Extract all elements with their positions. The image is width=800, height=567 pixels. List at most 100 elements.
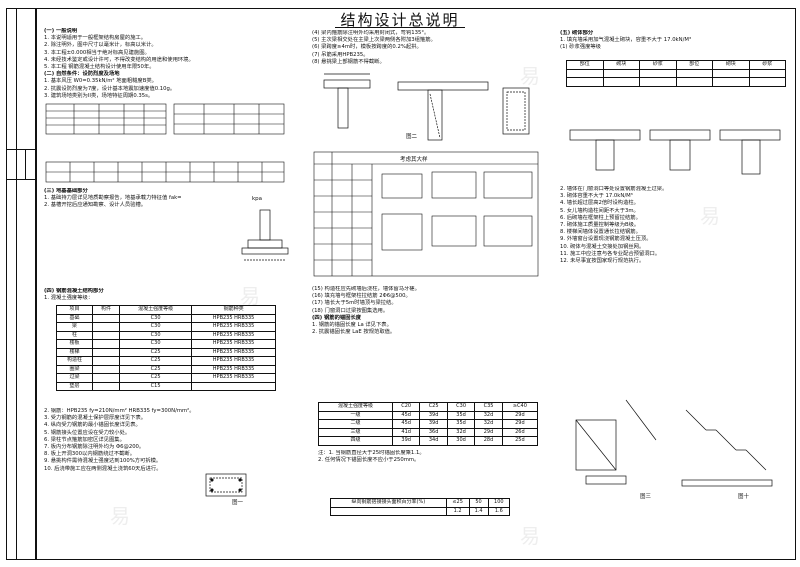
wall-stair-details: [575, 399, 773, 487]
text-line: 3. 砌体容重不大于 17.0kN/M³: [560, 193, 633, 200]
text-line: 6. 后砌墙在框架柱上预留拉结筋。: [560, 214, 641, 221]
col2-text-b: (15) 构造柱应先砌墙后浇柱，墙体留马牙槎。 (16) 填充墙与框架柱拉结筋 …: [312, 286, 542, 336]
lintel-sketches: [569, 129, 781, 175]
note-line: 2. 任何情况下锚固长度不应小于250mm。: [318, 457, 420, 464]
mortar-table: 部位 砌块 砂浆 部位 砌块 砂浆: [566, 60, 786, 87]
detail-table-caption: 考虑其大样: [400, 157, 428, 163]
text-line: (18) 门窗洞口过梁按图集选用。: [312, 307, 389, 314]
watermark: 易: [700, 204, 720, 228]
text-line: 11. 施工中应注意与各专业配合预留洞口。: [560, 250, 661, 257]
note-line: 注：1. 当钢筋直径大于25时锚固长度乘1.1。: [318, 450, 425, 456]
text-line: 1. 混凝土强度等级：: [44, 295, 94, 302]
table-header-cell: 纵向钢筋搭接接头面积百分率(%): [330, 498, 447, 508]
table-header-cell: 混凝土强度等级: [119, 305, 193, 315]
text-line: (5) 主次梁相交处在主梁上次梁两侧各附加3组箍筋。: [312, 37, 436, 44]
table-header-cell: 部位: [675, 60, 713, 70]
title-underline: [335, 27, 465, 28]
text-line: 3. 受力钢筋的混凝土保护层厚度详见下表。: [44, 415, 147, 422]
text-line: 7. 砌体施工质量控制等级为B级。: [560, 221, 640, 228]
text-line: 4. 墙长超过层高2倍时设构造柱。: [560, 200, 639, 207]
col1-text-b: (三) 地基基础部分 1. 基础持力层详见地质勘察报告，地基承载力特征值 fak…: [44, 188, 289, 210]
col3-text-b: 2. 墙体在门窗洞口等处设置钢筋混凝土过梁。 3. 砌体容重不大于 17.0kN…: [560, 186, 788, 265]
col2-notes: 注：1. 当钢筋直径大于25时锚固长度乘1.1。 2. 任何情况下锚固长度不应小…: [318, 450, 538, 464]
text-line: 9. 外墙窗台设置现浇钢筋混凝土压顶。: [560, 236, 652, 243]
figure-two-label: 图二: [406, 134, 418, 140]
text-line: 6. 梁柱节点箍筋加密区详见图集。: [44, 436, 125, 443]
text-line: (4) 梁内箍筋除注明外均采用封闭式，弯钩135°。: [312, 30, 430, 36]
text-line: (6) 梁跨度≥4m时，模板按跨度的0.2%起拱。: [312, 44, 422, 51]
text-line: 2. 抗震设防烈度为7度，设计基本地震加速度值0.10g。: [44, 85, 176, 92]
figure-ten-label: 图十: [738, 494, 750, 500]
table-header-cell: C35: [474, 402, 503, 412]
col3-text: (五) 砌体部分 1. 填充墙采用加气混凝土砌块，容重不大于 17.0kN/M³…: [560, 30, 788, 52]
sidebar-cell: [7, 9, 35, 150]
text-line: 2. 钢筋：HPB235 fy=210N/mm² HRB335 fy=300N/…: [44, 408, 195, 414]
text-line: 1. 本说明适用于一般框架结构房屋的施工。: [44, 35, 147, 42]
text-line: 5. 女儿墙构造柱间距不大于3m。: [560, 207, 639, 214]
text-line: 12. 未尽事宜按国家现行规范执行。: [560, 257, 645, 264]
col2-text: (4) 梁内箍筋除注明外均采用封闭式，弯钩135°。 (5) 主次梁相交处在主梁…: [312, 30, 542, 66]
table-row: [566, 77, 786, 87]
section-heading: (二) 自然条件：设防烈度及场地: [44, 71, 120, 78]
col1-text-c: (四) 钢筋混凝土结构部分 1. 混凝土强度等级：: [44, 288, 289, 302]
text-line: 2. 基槽开挖后应通知勘察、设计人员验槽。: [44, 202, 147, 209]
watermark: 易: [520, 64, 540, 88]
table-row: [566, 68, 786, 78]
table-header-cell: 混凝土强度等级: [318, 402, 393, 412]
table-header-cell: C20: [391, 402, 421, 412]
text-line: (1) 砂浆强度等级: [560, 44, 601, 51]
table-header-cell: 砂浆: [639, 60, 677, 70]
text-line: 5. 钢筋接头位置应设在受力较小处。: [44, 429, 131, 436]
foundation-sketch: [241, 209, 289, 261]
text-line: 8. 板上开洞300以内钢筋绕过不截断。: [44, 451, 136, 458]
section-heading: (四) 钢筋混凝土结构部分: [44, 288, 104, 294]
table-header-cell: C30: [446, 402, 476, 412]
table-header-cell: C25: [419, 402, 448, 412]
section-heading: (四) 钢筋的锚固长度: [312, 314, 362, 321]
beam-detail-sketches: [323, 73, 530, 141]
table-header-cell: 砌块: [712, 60, 750, 70]
text-line: 8. 楼梯间墙体设置通长拉结钢筋。: [560, 229, 641, 236]
text-line: 7. 板内分布钢筋除注明外均为 Φ6@200。: [44, 443, 145, 450]
table-header-cell: 项目: [55, 305, 94, 315]
text-line: (7) 吊筋采用HPB235。: [312, 51, 369, 58]
col1-small-tables: [45, 103, 285, 183]
watermark: 易: [240, 284, 260, 308]
table-header-cell: 部位: [566, 60, 604, 70]
section-heading: (五) 砌体部分: [560, 30, 594, 36]
table-header-cell: ≥C40: [501, 402, 539, 412]
text-line: (8) 悬挑梁上部钢筋不得截断。: [312, 58, 385, 65]
table-header-cell: 钢筋种类: [191, 305, 276, 315]
text-line: 3. 建筑场地类别为II类，场地特征周期0.35s。: [44, 92, 154, 99]
table-header-cell: 50: [468, 498, 489, 508]
watermark: 易: [520, 524, 540, 548]
col1-text-d: 2. 钢筋：HPB235 fy=210N/mm² HRB335 fy=300N/…: [44, 408, 289, 473]
text-line: 4. 纵向受力钢筋的最小锚固长度详见表。: [44, 422, 141, 429]
figure-one-label: 图一: [232, 500, 244, 506]
section-heading: (三) 地基基础部分: [44, 188, 88, 194]
text-line: 4. 未经技术鉴定或设计许可，不得改变结构的用途和使用环境。: [44, 56, 194, 63]
text-line: 2. 除注明外，图中尺寸以毫米计，标高以米计。: [44, 42, 157, 49]
text-line: 10. 后浇带施工应在两侧混凝土浇筑60天后进行。: [44, 465, 162, 472]
sidebar-divider: [16, 9, 17, 559]
text-line: (17) 墙长大于5m时墙顶与梁拉结。: [312, 300, 397, 307]
text-line: 1. 基本风压 W0=0.35kN/m² 地面粗糙度B类。: [44, 78, 157, 85]
text-line: (16) 填充墙与框架柱拉结筋 2Φ6@500。: [312, 293, 411, 300]
col1-text: (一) 一般说明 1. 本说明适用于一般框架结构房屋的施工。 2. 除注明外，图…: [44, 28, 289, 100]
